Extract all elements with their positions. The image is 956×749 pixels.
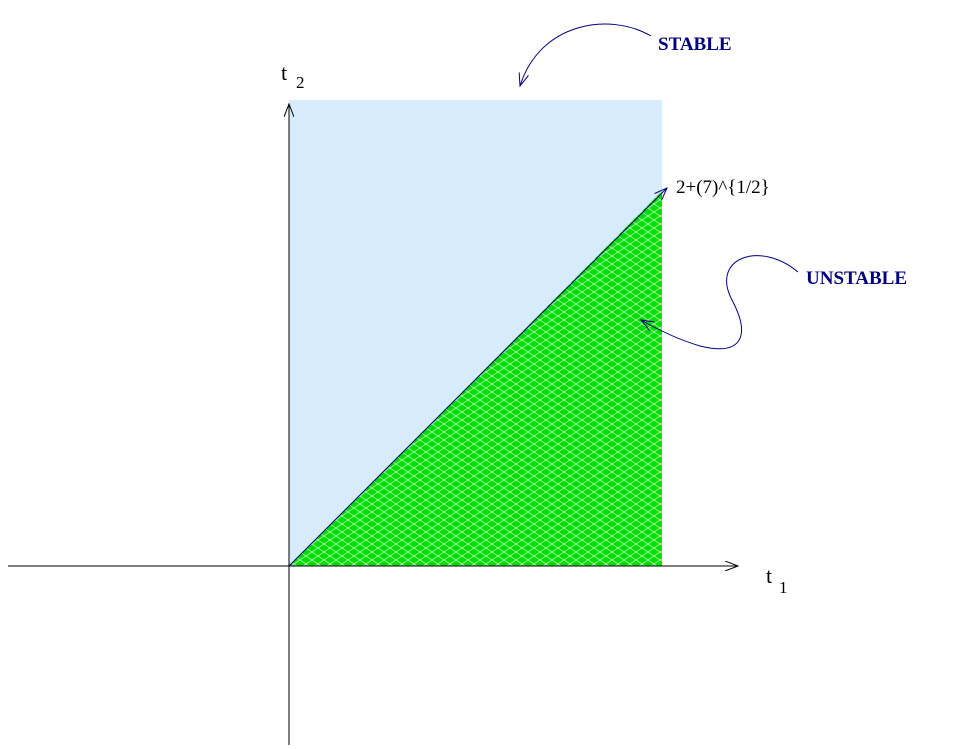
unstable-label: UNSTABLE <box>806 268 907 289</box>
stable-label: STABLE <box>658 34 732 55</box>
stable-region <box>289 100 662 566</box>
y-axis-subscript: 2 <box>296 73 305 92</box>
boundary-line <box>288 188 667 567</box>
stable-pointer-arrow <box>520 23 652 86</box>
x-axis-subscript: 1 <box>779 578 788 597</box>
unstable-pointer-arrow <box>641 255 799 350</box>
y-axis-label: t <box>281 60 287 85</box>
boundary-label: 2+(7)^{1/2} <box>676 177 770 198</box>
x-axis-label: t <box>766 563 772 588</box>
